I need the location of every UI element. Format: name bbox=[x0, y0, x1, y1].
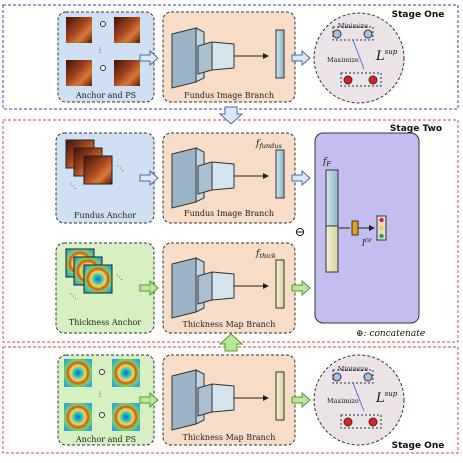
maximize-label-top: Maximize bbox=[327, 56, 359, 64]
minimize-label-top: Minimize bbox=[338, 22, 369, 30]
concat-note: ⊕: concatenate bbox=[356, 329, 425, 339]
thickness-anchor-label: Thickness Anchor bbox=[69, 318, 141, 327]
fundus-image-grid-top: ⋮ bbox=[66, 17, 140, 86]
cnn-blocks-3 bbox=[171, 257, 285, 319]
svg-text:⋱: ⋱ bbox=[116, 273, 123, 281]
maximize-group-top bbox=[340, 72, 382, 87]
arrow-r3-b bbox=[291, 279, 311, 297]
anchor-ps-label-top: Anchor and PS bbox=[75, 91, 136, 100]
maximize-group-bottom bbox=[340, 414, 382, 429]
fused-feature-bar-top bbox=[325, 169, 339, 227]
fundus-anchor-label: Fundus Anchor bbox=[74, 211, 136, 220]
stage-one-bottom-title: Stage One bbox=[392, 441, 445, 451]
cnn-blocks-2 bbox=[171, 147, 285, 209]
stage-one-top-title: Stage One bbox=[392, 10, 445, 20]
fundus-branch-label-1: Fundus Image Branch bbox=[184, 91, 274, 100]
arrow-stage1b-to-stage2 bbox=[218, 333, 244, 352]
cnn-blocks-4 bbox=[171, 369, 285, 431]
classifier-block bbox=[351, 220, 359, 236]
thickness-branch-label-2: Thickness Map Branch bbox=[183, 320, 276, 329]
svg-text:⋱: ⋱ bbox=[117, 164, 124, 172]
svg-text:⋮: ⋮ bbox=[97, 46, 104, 54]
arrow-stage1-to-stage2 bbox=[218, 106, 244, 125]
svg-text:⋱: ⋱ bbox=[70, 292, 77, 300]
svg-text:⋮: ⋮ bbox=[97, 390, 104, 398]
thickness-anchor-stack: ⋱ ⋱ bbox=[65, 248, 123, 300]
arrow-r1-a bbox=[139, 49, 159, 67]
fundus-branch-label-2: Fundus Image Branch bbox=[184, 209, 274, 218]
l-ce-label: lce bbox=[362, 237, 372, 249]
arrow-r4-a bbox=[139, 391, 159, 409]
anchor-ps-label-bottom: Anchor and PS bbox=[75, 435, 136, 444]
f-F-label: fF bbox=[322, 157, 331, 168]
thickness-branch-label-3: Thickness Map Branch bbox=[183, 433, 276, 442]
stage-two-title: Stage Two bbox=[390, 124, 442, 134]
fused-feature-bar-bottom bbox=[325, 225, 339, 273]
arrow-r2-a bbox=[139, 169, 159, 187]
minimize-label-bottom: Minimize bbox=[338, 365, 369, 373]
cnn-blocks-1 bbox=[171, 27, 285, 89]
f-fundus-label: ffundus bbox=[255, 139, 282, 150]
loss-sup-top: Lsup bbox=[375, 48, 398, 64]
arrow-r2-b bbox=[291, 169, 311, 187]
loss-sup-bottom: Lsup bbox=[375, 390, 398, 406]
svg-text:⋱: ⋱ bbox=[70, 182, 77, 190]
fundus-anchor-stack: ⋱ ⋱ bbox=[65, 139, 124, 190]
concat-op-symbol: ⊖ bbox=[295, 225, 306, 240]
arrow-r3-a bbox=[139, 279, 159, 297]
f-thick-label: fthick bbox=[255, 249, 276, 260]
arrow-r1-b bbox=[291, 49, 311, 67]
thickness-image-grid-bottom: ⋮ bbox=[64, 359, 140, 431]
arrow-r4-b bbox=[291, 391, 311, 409]
maximize-label-bottom: Maximize bbox=[327, 397, 359, 405]
